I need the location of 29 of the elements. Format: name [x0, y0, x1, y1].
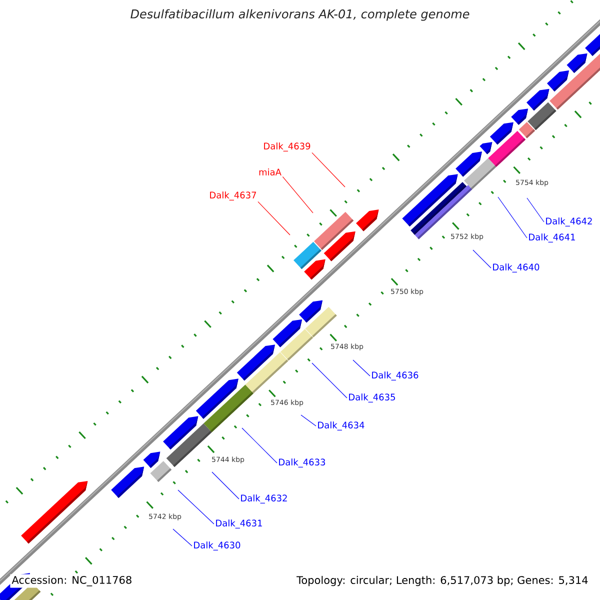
- leader-line: [212, 472, 240, 500]
- leader-line: [352, 360, 370, 376]
- leader-line: [498, 196, 528, 238]
- gene-label: miaA: [259, 168, 282, 176]
- gene-label: Dalk_4641: [529, 234, 575, 242]
- title: Desulfatibacillum alkenivorans AK-01, complete genome: [130, 9, 470, 21]
- gene-label: Dalk_4640: [493, 264, 540, 272]
- gene-label: Dalk_4639: [264, 142, 310, 152]
- gene-label: Dalk_4631: [216, 520, 262, 528]
- gene-label: Dalk_4633: [279, 458, 326, 468]
- info-text: Accession: NC_011768: [10, 574, 134, 588]
- leader-line: [300, 414, 316, 426]
- leader-line: [258, 201, 290, 236]
- leader-line: [526, 198, 544, 222]
- leader-line: [178, 490, 214, 524]
- leader-line: [242, 428, 278, 464]
- gene-label: Dalk_4636: [372, 372, 418, 380]
- gene-label: Dalk_4635: [349, 394, 395, 402]
- leader-line: [312, 362, 348, 398]
- gene-label: Dalk_4630: [194, 542, 240, 550]
- gene-label: Dalk_4642: [546, 218, 592, 226]
- info-text: Topology: circular; Length: 6,517,073 bp; Genes: 5,314: [295, 574, 590, 588]
- gene-label: Dalk_4634: [318, 422, 364, 430]
- leader-line: [312, 152, 346, 188]
- gene-label: Dalk_4637: [210, 192, 256, 200]
- leader-line: [282, 176, 314, 214]
- gene-label: Dalk_4632: [241, 494, 287, 504]
- leader-line: [172, 528, 192, 546]
- leader-line: [472, 250, 492, 268]
